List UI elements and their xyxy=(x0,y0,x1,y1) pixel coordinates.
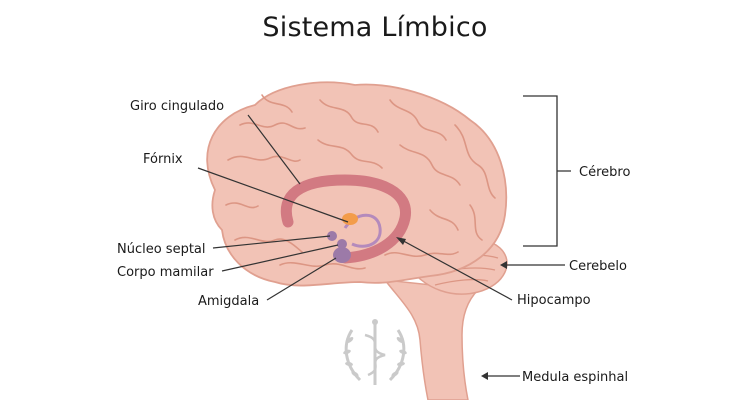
leader-nucleo-septal xyxy=(212,235,331,249)
arrow-cerebelo xyxy=(500,261,507,269)
leader-hipocampo xyxy=(397,237,513,301)
fornix-highlight xyxy=(342,213,358,225)
label-fornix: Fórnix xyxy=(143,152,183,167)
label-cerebelo: Cerebelo xyxy=(569,259,627,274)
arrow-hipocampo xyxy=(396,237,406,245)
label-giro-cingulado: Giro cingulado xyxy=(130,99,224,114)
arrow-medula xyxy=(481,372,488,380)
cerebro-bracket xyxy=(523,95,571,247)
label-amigdala: Amigdala xyxy=(198,294,259,309)
label-hipocampo: Hipocampo xyxy=(517,293,591,308)
label-medula-espinhal: Medula espinhal xyxy=(522,370,628,385)
leader-lines xyxy=(197,114,565,377)
leader-amigdala xyxy=(266,257,337,301)
label-cerebro: Cérebro xyxy=(579,165,630,180)
watermark-emblem xyxy=(343,319,407,385)
label-nucleo-septal: Núcleo septal xyxy=(117,242,206,257)
septal-nucleus xyxy=(327,231,337,241)
leader-corpo-mamilar xyxy=(221,244,339,272)
leader-fornix xyxy=(197,167,349,223)
diagram-title: Sistema Límbico xyxy=(262,12,488,43)
leader-giro-cingulado xyxy=(247,114,301,185)
mammillary-body xyxy=(337,239,347,249)
amygdala xyxy=(333,247,351,263)
cingulate-gyrus xyxy=(280,174,411,264)
arrowheads xyxy=(396,237,507,380)
brainstem xyxy=(383,279,480,400)
label-corpo-mamilar: Corpo mamilar xyxy=(117,265,214,280)
